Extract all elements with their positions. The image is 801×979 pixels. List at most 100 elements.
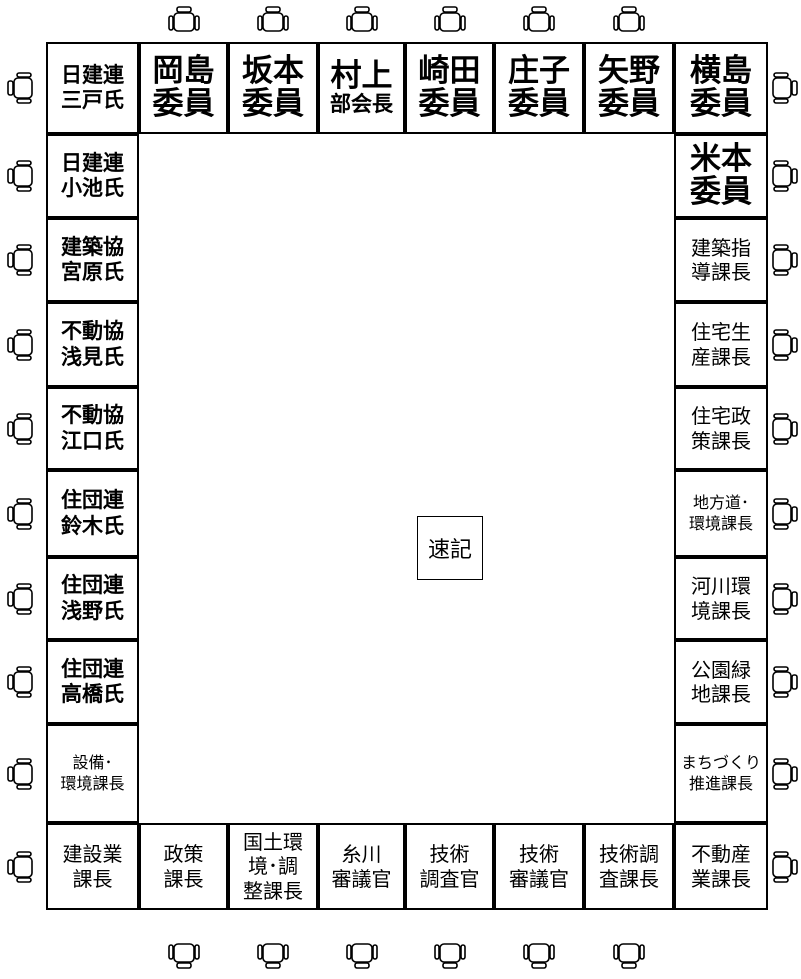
seat-bottom-4: 技術調査官 xyxy=(405,823,494,910)
seat-label: 村上部会長 xyxy=(330,57,393,116)
office-chair-icon xyxy=(6,847,36,891)
seat-right-7: まちづくり推進課長 xyxy=(674,724,768,823)
seat-label-line: 委員 xyxy=(690,86,752,122)
seat-label-line: 宮原氏 xyxy=(61,260,124,284)
seat-label-line: 日建連 xyxy=(61,150,124,175)
seat-label-line: 不動協 xyxy=(61,403,124,428)
seat-label-line: 委員 xyxy=(418,86,481,122)
seat-label-line: 小池氏 xyxy=(61,176,124,200)
seat-label: 崎田委員 xyxy=(418,54,481,122)
seat-label-line: 地課長 xyxy=(691,682,751,706)
office-chair-icon xyxy=(6,754,36,798)
seat-label-line: 委員 xyxy=(690,174,752,210)
seat-bottom-0: 建設業課長 xyxy=(46,823,139,910)
office-chair-icon xyxy=(609,940,649,974)
seat-label: 岡島委員 xyxy=(152,52,215,122)
seat-label: 庄子委員 xyxy=(508,54,570,122)
seat-label-line: 環境課長 xyxy=(688,513,753,533)
office-chair-icon xyxy=(6,662,36,706)
seat-label-line: 業課長 xyxy=(691,866,751,891)
seat-bottom-6: 技術調査課長 xyxy=(584,823,674,910)
seat-label-line: 浅野氏 xyxy=(61,598,124,623)
seat-label: 横島委員 xyxy=(690,54,752,122)
seat-label: 米本委員 xyxy=(690,142,752,210)
seat-label-line: 村上 xyxy=(330,57,393,94)
seat-label: 技術調査課長 xyxy=(599,842,659,891)
seat-label-line: 課長 xyxy=(163,866,204,891)
seat-label-line: 江口氏 xyxy=(61,428,124,453)
seat-label-line: 設備･ xyxy=(72,752,113,772)
seat-top-5: 庄子委員 xyxy=(494,42,584,134)
office-chair-icon xyxy=(164,940,204,974)
seat-label: 不動協浅見氏 xyxy=(61,319,124,369)
seat-label-line: 調査官 xyxy=(419,866,480,891)
seat-label: 住宅政策課長 xyxy=(691,404,751,453)
office-chair-icon xyxy=(769,847,799,891)
seat-right-0: 米本委員 xyxy=(674,134,768,218)
stenographer-box: 速記 xyxy=(417,516,483,580)
seat-label-line: 審議官 xyxy=(331,866,392,891)
seat-label: 建設業課長 xyxy=(63,842,123,891)
seat-label-line: 境課長 xyxy=(691,598,751,623)
seat-bottom-1: 政策課長 xyxy=(139,823,228,910)
office-chair-icon xyxy=(430,5,470,39)
seat-label-line: 矢野 xyxy=(598,52,660,89)
seat-left-1: 建築協宮原氏 xyxy=(46,218,139,302)
seat-label-line: 坂本 xyxy=(242,52,304,89)
seat-label-line: 整課長 xyxy=(243,878,303,903)
office-chair-icon xyxy=(6,68,36,112)
seat-label-line: 公園緑 xyxy=(691,657,751,682)
office-chair-icon xyxy=(769,754,799,798)
office-chair-icon xyxy=(6,156,36,200)
seat-top-1: 岡島委員 xyxy=(139,42,228,134)
seat-label-line: 住宅政 xyxy=(691,404,751,429)
seat-label-line: 不動産 xyxy=(691,842,751,867)
seat-top-2: 坂本委員 xyxy=(228,42,318,134)
seat-label-line: 国土環 xyxy=(243,829,303,854)
seat-right-6: 公園緑地課長 xyxy=(674,640,768,724)
seat-label: 建築指導課長 xyxy=(691,236,751,285)
office-chair-icon xyxy=(6,494,36,538)
seat-label: 糸川審議官 xyxy=(332,842,392,891)
seat-label: 住団連高橋氏 xyxy=(61,657,124,707)
seat-top-4: 崎田委員 xyxy=(405,42,494,134)
seat-right-3: 住宅政策課長 xyxy=(674,387,768,470)
seat-label-line: 建設業 xyxy=(62,842,123,867)
seat-bottom-3: 糸川審議官 xyxy=(318,823,405,910)
office-chair-icon xyxy=(769,240,799,284)
seat-label-line: 導課長 xyxy=(691,260,751,284)
seat-bottom-2: 国土環境･調整課長 xyxy=(228,823,318,910)
seat-right-1: 建築指導課長 xyxy=(674,218,768,302)
seat-label-line: 推進課長 xyxy=(688,773,753,793)
office-chair-icon xyxy=(769,409,799,453)
seat-right-4: 地方道･環境課長 xyxy=(674,470,768,557)
seat-label-line: 審議官 xyxy=(509,866,569,891)
seat-label-line: 河川環 xyxy=(691,574,751,599)
seat-label-line: 糸川 xyxy=(341,842,382,867)
seat-label: 住団連鈴木氏 xyxy=(61,488,124,538)
seat-label: 不動協江口氏 xyxy=(61,403,124,453)
seat-label-line: まちづくり xyxy=(680,752,761,772)
seat-label-line: 課長 xyxy=(72,866,113,891)
office-chair-icon xyxy=(253,940,293,974)
office-chair-icon xyxy=(769,68,799,112)
seat-label-line: 委員 xyxy=(598,86,660,122)
seat-label: 政策課長 xyxy=(164,842,204,891)
seat-label-line: 建築協 xyxy=(61,234,124,259)
seat-label: 日建連三戸氏 xyxy=(61,63,124,113)
seat-label-line: 建築指 xyxy=(691,235,751,260)
seat-label: 地方道･環境課長 xyxy=(689,493,753,535)
seat-label-line: 技術 xyxy=(429,842,470,867)
seat-left-6: 住団連高橋氏 xyxy=(46,640,139,724)
seat-label-line: 岡島 xyxy=(152,52,215,89)
office-chair-icon xyxy=(769,579,799,623)
seat-top-3: 村上部会長 xyxy=(318,42,405,134)
seat-label: 日建連小池氏 xyxy=(61,151,124,201)
seat-label: 不動産業課長 xyxy=(691,842,751,891)
seat-label-line: 政策 xyxy=(163,842,204,867)
seat-label-line: 鈴木氏 xyxy=(61,513,124,538)
office-chair-icon xyxy=(342,940,382,974)
seat-left-5: 住団連浅野氏 xyxy=(46,557,139,640)
office-chair-icon xyxy=(6,240,36,284)
